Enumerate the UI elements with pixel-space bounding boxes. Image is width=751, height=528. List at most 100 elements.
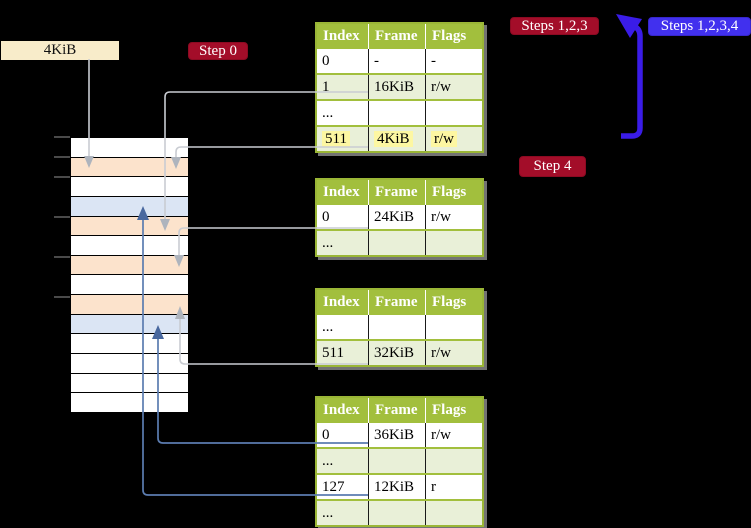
memory-row — [71, 157, 188, 178]
thick-recursive-arrow — [616, 14, 643, 139]
step4-badge: Step 4 — [519, 156, 586, 177]
cell-index: ... — [317, 101, 369, 125]
cell-frame — [369, 449, 426, 473]
cell-frame: 12KiB — [369, 475, 426, 499]
table-row: ... — [317, 447, 482, 473]
thick-arrow-shaft — [621, 23, 643, 139]
cell-frame: 4KiB — [369, 127, 426, 151]
cell-frame — [369, 231, 426, 255]
cell-index: 0 — [317, 423, 369, 447]
memory-tick — [54, 136, 70, 138]
cell-flags: r/w — [431, 209, 451, 225]
memory-row — [71, 216, 188, 237]
physical-memory-column — [70, 137, 189, 413]
memory-row — [71, 314, 188, 335]
page-table-4: Index Frame Flags 0 36KiB r/w ... 127 12… — [315, 396, 484, 527]
table-row: ... — [317, 315, 482, 339]
header-index: Index — [317, 180, 369, 205]
cell-frame — [369, 101, 426, 125]
cell-flags: r/w — [431, 427, 451, 443]
cell-flags: r — [431, 479, 436, 495]
cell-frame — [369, 315, 426, 339]
memory-row — [71, 334, 188, 355]
memory-tick — [54, 256, 70, 258]
header-frame: Frame — [369, 24, 426, 49]
table-row-highlighted: 511 4KiB r/w — [317, 125, 482, 151]
memory-tick — [54, 296, 70, 298]
memory-row — [71, 138, 188, 158]
cell-index: ... — [317, 231, 369, 255]
header-frame: Frame — [369, 180, 426, 205]
thick-arrowhead — [616, 14, 642, 38]
page-size-box: 4KiB — [1, 41, 119, 60]
memory-tick — [54, 176, 70, 178]
highlight: r/w — [431, 131, 457, 147]
table-row: 127 12KiB r — [317, 473, 482, 499]
header-index: Index — [317, 24, 369, 49]
cell-index: ... — [317, 315, 369, 339]
cell-index: 0 — [317, 205, 369, 229]
cell-index: ... — [317, 449, 369, 473]
table-row: ... — [317, 229, 482, 255]
cell-index: 511 — [317, 127, 369, 151]
cell-flags — [426, 501, 482, 525]
cell-frame — [369, 501, 426, 525]
cell-flags — [426, 101, 482, 125]
header-flags: Flags — [432, 184, 467, 200]
memory-row — [71, 354, 188, 374]
memory-row — [71, 177, 188, 197]
table-row: 0 36KiB r/w — [317, 423, 482, 447]
cell-index: 127 — [317, 475, 369, 499]
memory-row — [71, 236, 188, 256]
cell-index: 0 — [317, 49, 369, 73]
memory-row — [71, 255, 188, 276]
cell-index: ... — [317, 501, 369, 525]
table-row: 1 16KiB r/w — [317, 73, 482, 99]
memory-row — [71, 295, 188, 315]
cell-flags — [426, 449, 482, 473]
table-row: 0 24KiB r/w — [317, 205, 482, 229]
steps1234-badge: Steps 1,2,3,4 — [648, 17, 751, 36]
table-row: ... — [317, 499, 482, 525]
table-row: 511 32KiB r/w — [317, 339, 482, 365]
header-flags: Flags — [432, 28, 467, 44]
cell-index: 511 — [317, 341, 369, 365]
cell-flags — [426, 231, 482, 255]
header-index: Index — [317, 398, 369, 423]
cell-flags: - — [431, 53, 436, 69]
table-row: ... — [317, 99, 482, 125]
cell-frame: 32KiB — [369, 341, 426, 365]
header-index: Index — [317, 290, 369, 315]
table-header: Index Frame Flags — [317, 290, 482, 315]
memory-tick — [54, 156, 70, 158]
table-header: Index Frame Flags — [317, 398, 482, 423]
memory-row — [71, 196, 188, 217]
memory-row — [71, 275, 188, 296]
memory-tick — [54, 216, 70, 218]
cell-flags: r/w — [426, 127, 482, 151]
table-header: Index Frame Flags — [317, 24, 482, 49]
highlight: 511 — [322, 131, 350, 147]
header-frame: Frame — [369, 290, 426, 315]
memory-row — [71, 373, 188, 394]
page-table-3: Index Frame Flags ... 511 32KiB r/w — [315, 288, 484, 367]
header-flags: Flags — [432, 402, 467, 418]
page-table-1: Index Frame Flags 0 - - 1 16KiB r/w ... … — [315, 22, 484, 153]
cell-frame: 24KiB — [369, 205, 426, 229]
cell-frame: 16KiB — [369, 75, 426, 99]
cell-frame: - — [369, 49, 426, 73]
cell-flags — [426, 315, 482, 339]
highlight: 4KiB — [374, 131, 413, 147]
step0-badge: Step 0 — [188, 42, 248, 60]
cell-frame: 36KiB — [369, 423, 426, 447]
table-row: 0 - - — [317, 49, 482, 73]
page-table-2: Index Frame Flags 0 24KiB r/w ... — [315, 178, 484, 257]
memory-row — [71, 393, 188, 412]
steps123-badge: Steps 1,2,3 — [510, 17, 599, 35]
cell-flags: r/w — [431, 345, 451, 361]
header-frame: Frame — [369, 398, 426, 423]
table-header: Index Frame Flags — [317, 180, 482, 205]
cell-index: 1 — [317, 75, 369, 99]
header-flags: Flags — [432, 294, 467, 310]
